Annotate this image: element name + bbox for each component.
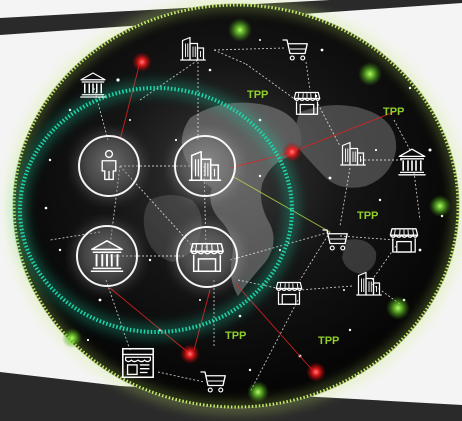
hub-bank	[73, 222, 141, 290]
hub-office	[171, 132, 239, 200]
hub-store	[173, 223, 241, 291]
tpp-label: TPP	[383, 106, 404, 118]
tpp-label: TPP	[318, 335, 339, 347]
tpp-label: TPP	[357, 210, 378, 222]
tpp-label: TPP	[247, 89, 268, 101]
hub-person	[75, 132, 143, 200]
tpp-label: TPP	[225, 330, 246, 342]
